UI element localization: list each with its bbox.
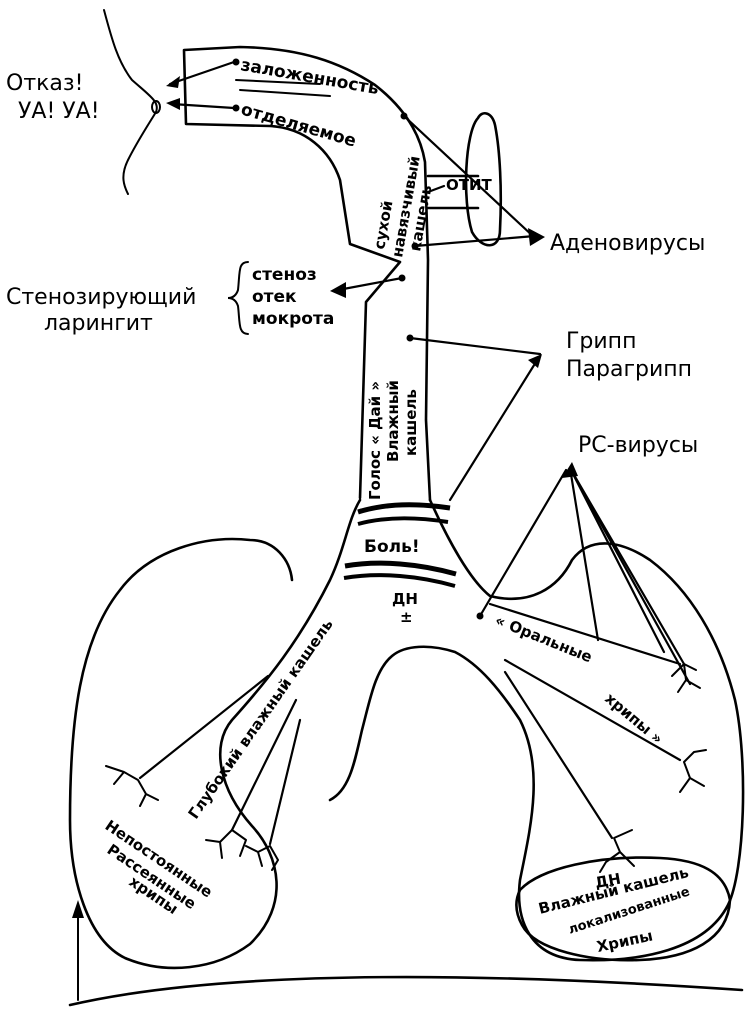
- bronchiole-r1: [672, 664, 700, 692]
- label-congestion: заложенность: [239, 55, 380, 99]
- larynx-ring-top-2: [358, 518, 448, 524]
- label-refusal: Отказ!: [6, 71, 83, 96]
- larynx-ring-bottom: [345, 563, 456, 574]
- label-voice-1: Голос « Дай »: [366, 381, 384, 500]
- bronchiole-r3: [600, 830, 634, 872]
- label-pain: Боль!: [364, 537, 420, 557]
- bronchiole-l1: [106, 766, 158, 806]
- arrow-refusal: [166, 76, 180, 88]
- dot-congestion: [233, 59, 240, 66]
- label-dn-top-pm: ±: [400, 608, 413, 626]
- ground-line: [70, 977, 742, 1005]
- face-profile: [104, 10, 157, 194]
- pointer-refusal: [170, 62, 234, 84]
- label-influenza-2: Парагрипп: [566, 357, 692, 382]
- label-stenosis-2: отек: [252, 287, 297, 307]
- brace-stenosis: [228, 262, 248, 334]
- label-adenovirus: Аденовирусы: [550, 231, 705, 256]
- label-stenosing-1: Стенозирующий: [6, 285, 196, 310]
- arrow-discharge: [166, 98, 180, 110]
- arrow-adeno: [528, 228, 545, 246]
- pointer-stenosis: [338, 278, 402, 290]
- label-deep-cough: Глубокий влажный кашель: [185, 616, 337, 823]
- label-otitis: ОТИТ: [446, 176, 493, 194]
- label-dn-top: ДН: [392, 590, 418, 608]
- pointer-discharge: [172, 104, 234, 108]
- label-influenza-1: Грипп: [566, 329, 636, 354]
- label-voice-3: кашель: [402, 389, 420, 456]
- bronchiole-l2: [206, 830, 246, 858]
- congestion-underline-2: [240, 90, 330, 96]
- bronchiole-r2: [680, 750, 706, 792]
- left-lung-outline: [70, 500, 360, 968]
- arrow-influenza: [528, 354, 542, 368]
- arrow-stenosis: [330, 282, 346, 298]
- branch-line-r3: [505, 672, 612, 838]
- label-rsv: РС-вирусы: [578, 433, 698, 458]
- label-oral-1: « Оральные: [493, 611, 595, 666]
- label-cry: УА! УА!: [18, 99, 100, 124]
- branch-line-l3: [270, 720, 300, 844]
- larynx-ring-bottom-2: [344, 575, 455, 586]
- pointer-influenza-2: [450, 362, 536, 500]
- label-stenosis-3: мокрота: [252, 309, 334, 329]
- label-rales-bottom: Хрипы: [595, 927, 654, 956]
- label-stenosing-2: ларингит: [44, 311, 153, 336]
- pointer-influenza-1: [410, 338, 540, 354]
- arrow-rsv: [562, 462, 578, 478]
- label-stenosis-1: стеноз: [252, 265, 317, 285]
- pointer-rsv-main: [480, 470, 566, 616]
- label-voice-2: Влажный: [384, 380, 402, 462]
- dot-discharge: [233, 105, 240, 112]
- label-oral-2: хрипы »: [601, 689, 666, 748]
